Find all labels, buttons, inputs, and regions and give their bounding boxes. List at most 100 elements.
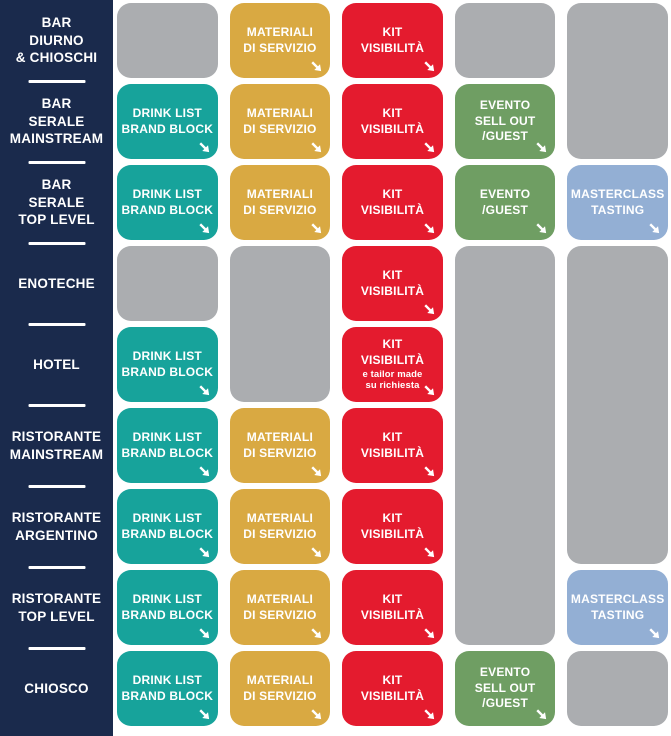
card-label: DRINK LIST BRAND BLOCK — [121, 673, 214, 703]
card-evento-sell-out-guest[interactable]: EVENTO SELL OUT /GUEST — [454, 651, 556, 726]
arrow-down-right-icon — [311, 709, 322, 720]
card-materiali-di-servizio[interactable]: MATERIALI DI SERVIZIO — [229, 489, 331, 564]
card-drink-list-brand-block[interactable]: DRINK LIST BRAND BLOCK — [117, 165, 218, 240]
card-label: MASTERCLASS TASTING — [570, 592, 665, 622]
card-label: DRINK LIST BRAND BLOCK — [121, 592, 214, 622]
sidebar-row-bar-serale-top-level: BAR SERALE TOP LEVEL — [0, 165, 113, 245]
arrow-down-right-icon — [198, 385, 209, 396]
arrow-down-right-icon — [198, 466, 209, 477]
sidebar-row-label: BAR SERALE MAINSTREAM — [9, 95, 104, 147]
card-drink-list-brand-block[interactable]: DRINK LIST BRAND BLOCK — [117, 651, 218, 726]
card-label: KIT VISIBILITÀ — [360, 673, 425, 703]
card-sublabel: e tailor made su richiesta — [362, 369, 423, 392]
arrow-down-right-icon — [424, 142, 434, 153]
card-materiali-di-servizio[interactable]: MATERIALI DI SERVIZIO — [229, 84, 331, 159]
card-materiali-di-servizio[interactable]: MATERIALI DI SERVIZIO — [229, 165, 331, 240]
card-label: KIT VISIBILITÀ — [360, 430, 425, 460]
card-empty — [454, 246, 556, 645]
cards-grid: MATERIALI DI SERVIZIO KIT VISIBILITÀ DRI… — [117, 0, 668, 736]
card-label: KIT VISIBILITÀ — [360, 106, 425, 136]
card-drink-list-brand-block[interactable]: DRINK LIST BRAND BLOCK — [117, 327, 218, 402]
card-label: MASTERCLASS TASTING — [570, 187, 665, 217]
arrow-down-right-icon — [424, 547, 434, 558]
card-label: MATERIALI DI SERVIZIO — [243, 106, 317, 136]
card-label: EVENTO /GUEST — [479, 187, 531, 217]
card-label: KIT VISIBILITÀ — [360, 511, 425, 541]
card-empty — [117, 3, 218, 78]
card-kit-visibilita[interactable]: KIT VISIBILITÀ — [342, 3, 443, 78]
card-label: MATERIALI DI SERVIZIO — [243, 511, 317, 541]
arrow-down-right-icon — [536, 142, 547, 153]
card-drink-list-brand-block[interactable]: DRINK LIST BRAND BLOCK — [117, 84, 218, 159]
card-empty — [567, 3, 668, 159]
card-kit-visibilita[interactable]: KIT VISIBILITÀ — [342, 246, 443, 321]
card-masterclass-tasting[interactable]: MASTERCLASS TASTING — [567, 165, 668, 240]
arrow-down-right-icon — [424, 628, 434, 639]
sidebar: BAR DIURNO & CHIOSCHI BAR SERALE MAINSTR… — [0, 0, 113, 736]
arrow-down-right-icon — [198, 223, 209, 234]
arrow-down-right-icon — [424, 61, 434, 72]
card-materiali-di-servizio[interactable]: MATERIALI DI SERVIZIO — [229, 408, 331, 483]
card-kit-visibilita[interactable]: KIT VISIBILITÀ — [342, 489, 443, 564]
arrow-down-right-icon — [311, 223, 322, 234]
arrow-down-right-icon — [198, 142, 209, 153]
sidebar-row-enoteche: ENOTECHE — [0, 246, 113, 326]
arrow-down-right-icon — [424, 304, 434, 315]
row-separator — [28, 484, 85, 488]
sidebar-row-ristorante-mainstream: RISTORANTE MAINSTREAM — [0, 408, 113, 488]
sidebar-row-ristorante-argentino: RISTORANTE ARGENTINO — [0, 489, 113, 569]
card-evento-guest[interactable]: EVENTO /GUEST — [454, 165, 556, 240]
card-label: DRINK LIST BRAND BLOCK — [121, 187, 214, 217]
card-kit-visibilita[interactable]: KIT VISIBILITÀ — [342, 165, 443, 240]
sidebar-row-label: ENOTECHE — [18, 275, 95, 291]
arrow-down-right-icon — [311, 61, 322, 72]
arrow-down-right-icon — [424, 223, 434, 234]
row-separator — [28, 241, 85, 245]
row-separator — [28, 160, 85, 164]
arrow-down-right-icon — [649, 223, 660, 234]
card-label: MATERIALI DI SERVIZIO — [243, 25, 317, 55]
sidebar-row-label: RISTORANTE TOP LEVEL — [11, 590, 102, 624]
card-label: KIT VISIBILITÀ — [360, 592, 425, 622]
card-kit-visibilita[interactable]: KIT VISIBILITÀ — [342, 408, 443, 483]
card-materiali-di-servizio[interactable]: MATERIALI DI SERVIZIO — [229, 570, 331, 645]
card-kit-visibilita-tailor-made[interactable]: KIT VISIBILITÀ e tailor made su richiest… — [342, 327, 443, 402]
sidebar-row-label: RISTORANTE ARGENTINO — [11, 509, 102, 543]
card-masterclass-tasting[interactable]: MASTERCLASS TASTING — [567, 570, 668, 645]
sidebar-row-bar-diurno-chioschi: BAR DIURNO & CHIOSCHI — [0, 3, 113, 83]
card-drink-list-brand-block[interactable]: DRINK LIST BRAND BLOCK — [117, 489, 218, 564]
card-label: MATERIALI DI SERVIZIO — [243, 673, 317, 703]
row-separator — [28, 646, 85, 650]
sidebar-row-label: CHIOSCO — [24, 680, 89, 696]
card-kit-visibilita[interactable]: KIT VISIBILITÀ — [342, 84, 443, 159]
card-label: MATERIALI DI SERVIZIO — [243, 430, 317, 460]
card-drink-list-brand-block[interactable]: DRINK LIST BRAND BLOCK — [117, 408, 218, 483]
sidebar-row-bar-serale-mainstream: BAR SERALE MAINSTREAM — [0, 84, 113, 164]
card-label: DRINK LIST BRAND BLOCK — [121, 349, 214, 379]
arrow-down-right-icon — [311, 142, 322, 153]
card-drink-list-brand-block[interactable]: DRINK LIST BRAND BLOCK — [117, 570, 218, 645]
card-materiali-di-servizio[interactable]: MATERIALI DI SERVIZIO — [229, 3, 331, 78]
arrow-down-right-icon — [536, 709, 547, 720]
card-label: EVENTO SELL OUT /GUEST — [474, 665, 536, 711]
card-label: KIT VISIBILITÀ — [360, 337, 425, 367]
card-kit-visibilita[interactable]: KIT VISIBILITÀ — [342, 570, 443, 645]
sidebar-row-label: BAR SERALE TOP LEVEL — [18, 176, 95, 228]
arrow-down-right-icon — [424, 709, 434, 720]
card-evento-sell-out-guest[interactable]: EVENTO SELL OUT /GUEST — [454, 84, 556, 159]
card-label: KIT VISIBILITÀ — [360, 25, 425, 55]
card-empty — [117, 246, 218, 321]
row-separator — [28, 322, 85, 326]
card-label: DRINK LIST BRAND BLOCK — [121, 430, 214, 460]
card-empty — [567, 246, 668, 564]
arrow-down-right-icon — [311, 628, 322, 639]
card-materiali-di-servizio[interactable]: MATERIALI DI SERVIZIO — [229, 651, 331, 726]
card-label: KIT VISIBILITÀ — [360, 187, 425, 217]
arrow-down-right-icon — [311, 547, 322, 558]
arrow-down-right-icon — [536, 223, 547, 234]
sidebar-row-hotel: HOTEL — [0, 327, 113, 407]
arrow-down-right-icon — [311, 466, 322, 477]
sidebar-row-chiosco: CHIOSCO — [0, 651, 113, 726]
card-kit-visibilita[interactable]: KIT VISIBILITÀ — [342, 651, 443, 726]
